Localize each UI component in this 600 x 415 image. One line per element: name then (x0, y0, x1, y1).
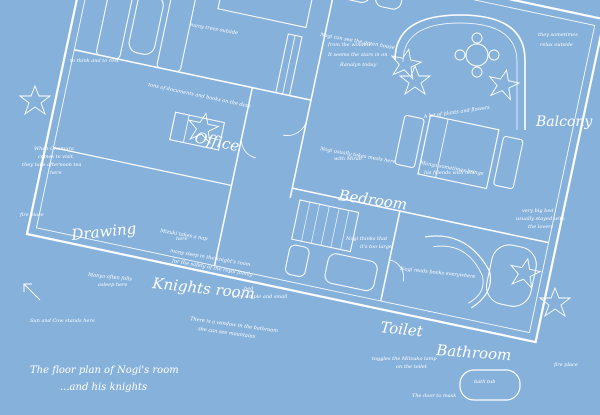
big-round-bed (486, 244, 537, 307)
note-big-bed-2: usually stayed with (516, 216, 565, 222)
bedroom-chair-2 (375, 0, 403, 10)
note-tons-documents: tons of documents and books on the desk (148, 82, 252, 110)
building (25, 0, 600, 344)
arrow-sun-cow (23, 283, 41, 301)
note-mizuki-2: here (176, 236, 188, 242)
bedroom-chair-1 (343, 0, 372, 3)
note-nogi-sun-3: It seems the stars in on (327, 52, 387, 58)
door-arc-2 (241, 136, 256, 159)
note-to-think: to think and to rest (70, 58, 120, 64)
bedroom-sofa-left (394, 115, 425, 168)
drawing-table (128, 0, 164, 55)
title-line-2: ...and his knights (60, 382, 147, 393)
balcony (394, 14, 526, 130)
wall-knights-room (213, 87, 254, 266)
room-drawing: Drawing (70, 219, 138, 244)
drawing-sofa-left (96, 0, 136, 60)
note-fireplace-1: fire place (19, 212, 44, 218)
fireplace-knights (187, 112, 220, 145)
note-many-trees: many trees outside (190, 22, 239, 36)
note-nogi-thinks-2: it's too large (360, 244, 392, 250)
note-nogi-usually-2: with Mirah (334, 156, 362, 162)
inner-wall-line (35, 0, 596, 334)
note-okumura-2: comes to visit, (38, 154, 75, 160)
room-office: Office (193, 128, 241, 155)
note-door-mask: The door to mask (412, 393, 456, 399)
note-okumura-3: they take afternoon tea (22, 162, 81, 168)
wall-drawing-lower (53, 147, 232, 187)
note-sometimes-2: relax outside (540, 42, 573, 48)
fireplace-outside (18, 84, 52, 116)
wall-office-bedroom (289, 0, 340, 199)
door-arc-3 (389, 259, 405, 282)
room-bedroom: Bedroom (336, 186, 408, 214)
note-toggles-2: on the toilet (396, 364, 428, 370)
note-bed-2: very simple and small (232, 294, 288, 300)
note-okumura-4: here (50, 170, 62, 176)
note-nogi-reads: Nogi reads books everywhere (399, 266, 476, 280)
toilet-sink (324, 253, 378, 292)
office-desk (217, 0, 313, 29)
outer-wall (25, 0, 600, 344)
note-big-bed-1: very big bed (522, 208, 554, 214)
bath-tub-shape (459, 369, 521, 401)
note-bath-tub: bath tub (474, 379, 495, 385)
note-sun-cow: Sun and Cow stands here (30, 318, 95, 324)
note-plants: A lot of plants and flowers (422, 105, 490, 120)
note-sometimes-1: they sometimes (538, 32, 578, 38)
note-manga-sometimes-2: his friends with him (424, 170, 475, 176)
note-big-bed-3: the lovers (528, 224, 554, 230)
balcony-table (465, 43, 489, 67)
balcony-plant-star (398, 64, 432, 96)
note-bed-1: bed (244, 286, 253, 292)
toilet-bowl (285, 244, 310, 277)
note-fireplace-2: fire place (553, 362, 578, 368)
wall-bedroom-bath (292, 187, 549, 244)
door-arc-1 (283, 119, 308, 136)
room-balcony: Balcony (535, 114, 593, 130)
note-manga-2: asleep here (98, 282, 127, 288)
room-bathroom: Bathroom (435, 341, 512, 364)
note-toggles-1: toggles the Mitsuko lamp (372, 356, 437, 362)
title-line-1: The floor plan of Nogi's room (30, 365, 179, 376)
bedroom-sofa-right (493, 136, 524, 189)
balcony-wall (394, 14, 526, 130)
bedroom-plant-star-2 (488, 68, 521, 101)
drawing-sofa-right (156, 0, 197, 73)
bathroom-plant-star (509, 257, 542, 290)
room-toilet: Toilet (380, 318, 425, 340)
note-nogi-thinks-1: Nogi thinks that (345, 236, 388, 242)
note-nogi-sun-4: Ranalyn today (339, 62, 376, 68)
note-manga-1: Manya often falls (87, 272, 133, 283)
corner-plant-star-1 (538, 286, 572, 318)
bedroom-bed (417, 114, 500, 190)
note-nogi-sun-2: from the window. (327, 42, 372, 48)
wall-toilet (380, 210, 401, 302)
note-okumura-1: When Okumura (34, 146, 74, 152)
